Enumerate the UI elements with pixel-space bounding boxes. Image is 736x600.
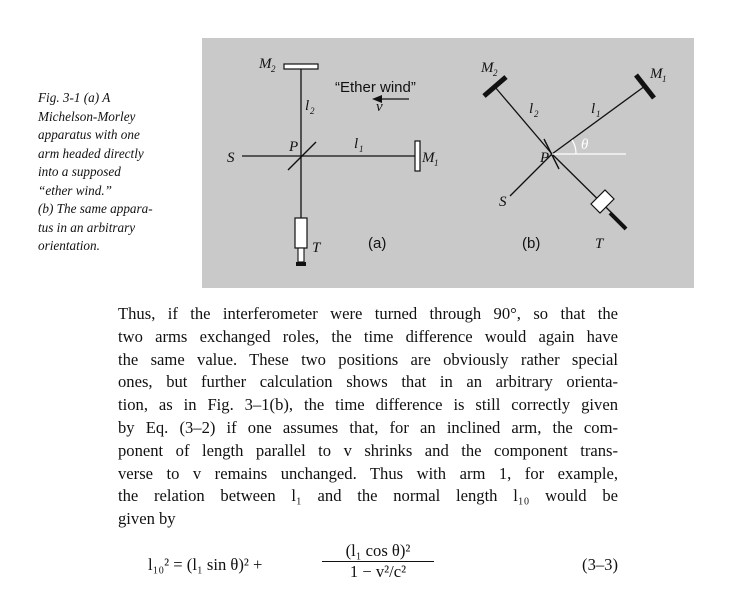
label-m2-sub-b: 2 [493, 68, 498, 78]
label-telescope-a: T [312, 240, 322, 256]
label-plate-a: P [288, 139, 298, 155]
arm-l1-b [551, 85, 646, 155]
caption-line: Michelson-Morley [38, 108, 136, 124]
label-m1-sub-a: 1 [434, 158, 439, 168]
mirror-m2-a [283, 63, 319, 70]
label-l2-b: l [529, 101, 533, 117]
body-paragraph: Thus, if the interferometer were turned … [118, 303, 618, 531]
label-l1-b: l [591, 101, 595, 117]
telescope-b [590, 189, 615, 214]
label-l1-sub-b: 1 [596, 109, 601, 119]
equation-3-3: l₁₀² = (l₁ sin θ)² + (l₁ cos θ)² 1 − v²/… [148, 540, 618, 588]
body-line: two arms exchanged roles, the time diffe… [118, 326, 618, 346]
caption-line: Fig. 3-1 (a) A [38, 90, 111, 105]
mirror-m1-a [414, 140, 421, 172]
label-panel-a: (a) [368, 235, 386, 252]
label-l2-sub-b: 2 [534, 109, 539, 119]
equation-number: (3–3) [582, 555, 618, 574]
source-arm-b [509, 153, 553, 197]
mirror-m1-b [634, 73, 656, 100]
mirror-m2-b [482, 75, 508, 98]
telescope-eyepiece-a [297, 247, 305, 263]
label-l2-a: l [305, 98, 309, 114]
fraction-bar [322, 561, 434, 562]
caption-line: tus in an arbitrary [38, 219, 136, 235]
body-line: the same value. These two positions are … [118, 349, 618, 369]
wind-arrowhead-a [372, 95, 382, 103]
label-m1-b: M [649, 66, 664, 82]
label-m1-sub-b: 1 [662, 74, 667, 84]
equation-fraction: (l₁ cos θ)² 1 − v²/c² [322, 542, 434, 581]
body-line: Thus, if the interferometer were turned … [118, 304, 618, 323]
body-line: tion, as in Fig. 3–1(b), the time differ… [118, 395, 618, 415]
label-panel-b: (b) [522, 235, 540, 252]
label-m2-b: M [480, 60, 495, 76]
label-ether-wind: “Ether wind” [335, 79, 416, 96]
body-line: the relation between l₁ and the normal l… [118, 486, 618, 506]
label-plate-b: P [539, 150, 549, 166]
caption-line: apparatus with one [38, 127, 140, 142]
caption-line: arm headed directly [38, 145, 144, 161]
label-l1-a: l [354, 136, 358, 152]
label-source-b: S [499, 194, 507, 210]
body-line: verse to v remains unchanged. Thus with … [118, 463, 618, 483]
panel-b: M 2 M 1 l 2 l 1 S P T θ (b) [480, 60, 667, 252]
caption-line: (b) The same appara- [38, 201, 153, 216]
body-line: by Eq. (3–2) if one assumes that, for an… [118, 417, 618, 437]
figure-drawing: M 2 M 1 l 2 l 1 S P T “Ether wind” v (a) [227, 56, 667, 266]
label-m2-sub-a: 2 [271, 64, 276, 74]
body-line: ones, but further calculation shows that… [118, 372, 618, 392]
telescope-a [294, 217, 308, 249]
body-line: given by [118, 509, 176, 529]
label-angle-b: θ [581, 137, 589, 153]
telescope-eyepiece-end-a [296, 262, 306, 266]
angle-arc-b [571, 139, 577, 155]
label-velocity: v [376, 99, 383, 115]
caption-line: orientation. [38, 238, 100, 253]
label-m1-a: M [421, 150, 436, 166]
label-telescope-b: T [595, 236, 605, 252]
half-silvered-plate-a [287, 141, 317, 171]
half-silvered-plate-b [543, 138, 560, 170]
caption-line: into a supposed [38, 164, 121, 179]
panel-a: M 2 M 1 l 2 l 1 S P T “Ether wind” v (a) [227, 56, 439, 266]
label-m2-a: M [258, 56, 273, 72]
equation-lhs: l₁₀² = (l₁ sin θ)² + [148, 555, 263, 574]
equation-numerator: (l₁ cos θ)² [345, 541, 411, 560]
figure-caption: Fig. 3-1 (a) A Michelson-Morley apparatu… [38, 89, 194, 256]
label-l2-sub-a: 2 [310, 106, 315, 116]
label-source-a: S [227, 150, 235, 166]
equation-denominator: 1 − v²/c² [349, 562, 407, 581]
michelson-morley-figure: M 2 M 1 l 2 l 1 S P T “Ether wind” v (a) [202, 38, 694, 288]
label-l1-sub-a: 1 [359, 144, 364, 154]
caption-line: “ether wind.” [38, 182, 113, 198]
arm-l2-b [494, 86, 553, 155]
telescope-eyepiece-b [608, 211, 628, 231]
body-line: ponent of length parallel to v shrinks a… [118, 440, 618, 460]
